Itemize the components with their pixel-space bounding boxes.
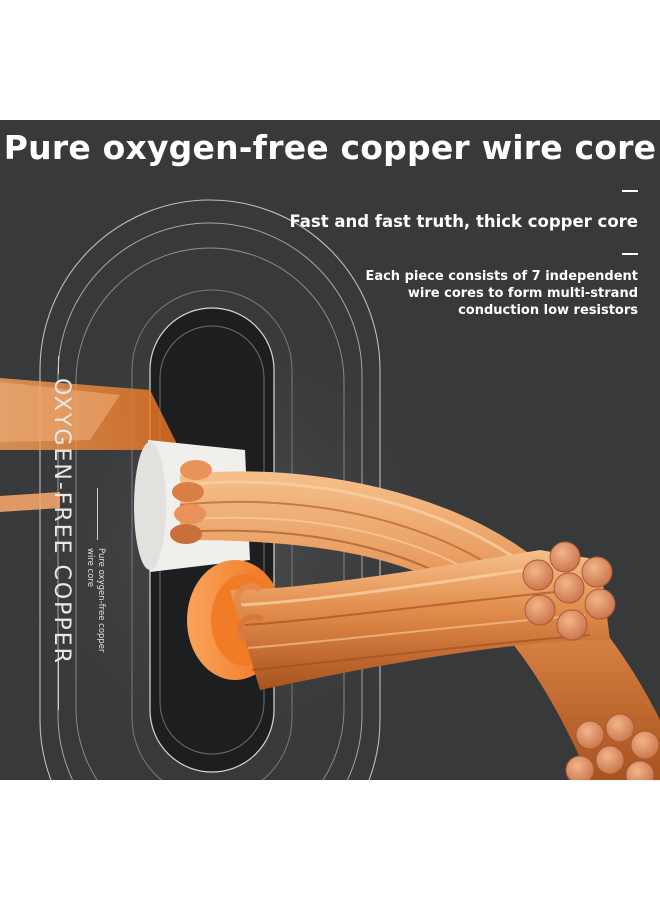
divider-dash — [622, 253, 638, 255]
vertical-label: OXYGEN-FREE COPPER — [49, 378, 74, 665]
banner-title: Pure oxygen-free copper wire core — [3, 128, 657, 167]
caption-line: Pure oxygen-free copper — [96, 548, 106, 653]
description-line: conduction low resistors — [458, 303, 638, 318]
description-line: Each piece consists of 7 independent — [365, 269, 638, 284]
description-line: wire cores to form multi-strand — [407, 286, 638, 301]
vertical-caption: Pure oxygen-free copper wire core — [84, 548, 106, 688]
banner-description: Each piece consists of 7 independent wir… — [318, 268, 638, 319]
copper-cable-illustration — [0, 199, 660, 780]
lower-copper-bundle — [230, 541, 616, 690]
vertical-divider — [97, 488, 98, 540]
product-banner: Pure oxygen-free copper wire core Fast a… — [0, 120, 660, 780]
divider-dash — [622, 190, 638, 192]
banner-subtitle: Fast and fast truth, thick copper core — [289, 212, 638, 231]
vertical-divider — [58, 356, 59, 374]
vertical-divider — [58, 650, 59, 710]
caption-line: wire core — [85, 548, 95, 587]
strand-ends-bottom — [565, 713, 660, 780]
